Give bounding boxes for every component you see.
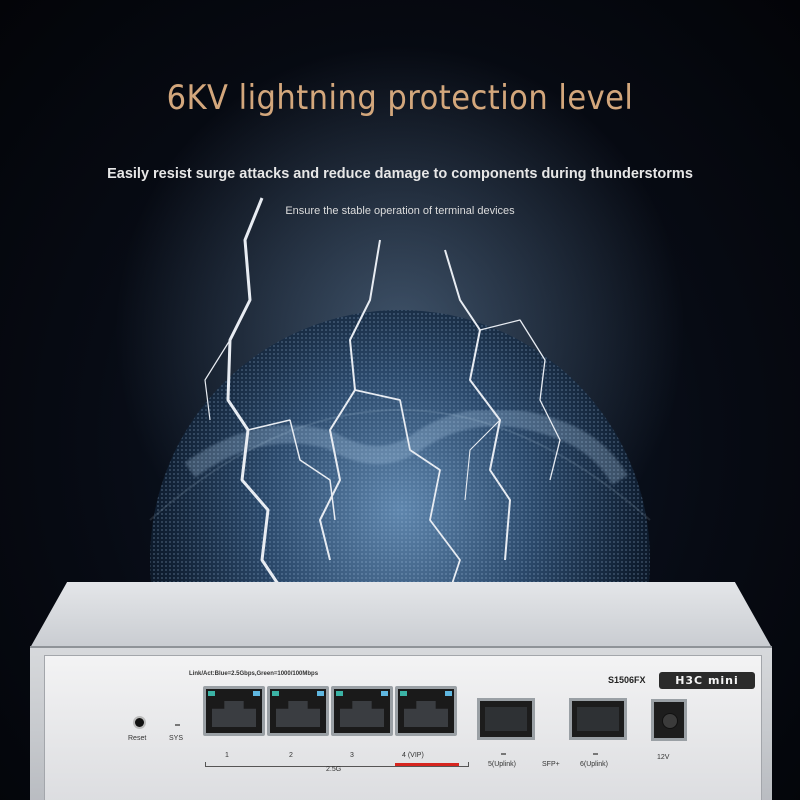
model-number: S1506FX — [608, 675, 646, 685]
subtitle: Easily resist surge attacks and reduce d… — [107, 166, 693, 182]
power-jack — [651, 699, 687, 741]
sfp-cage — [485, 707, 527, 731]
earth-limb-highlight — [149, 409, 651, 521]
sys-led — [175, 724, 180, 726]
lightning-bolt — [204, 339, 231, 421]
lightning-bolt — [247, 419, 336, 521]
lightning-bolt — [226, 197, 284, 591]
port-cavity — [340, 701, 384, 727]
subline: Ensure the stable operation of terminal … — [285, 205, 515, 217]
sys-label: SYS — [169, 735, 184, 742]
port-led-icon — [400, 691, 407, 696]
port-led-icon — [253, 691, 260, 696]
port-led-icon — [272, 691, 279, 696]
headline: 6KV lightning protection level — [166, 78, 634, 118]
sfp-port-label: 6(Uplink) — [580, 761, 609, 768]
lightning-bolt — [444, 249, 511, 561]
lightning-bolt — [464, 419, 501, 501]
port-led-icon — [445, 691, 452, 696]
port-led-icon — [336, 691, 343, 696]
port-cavity — [212, 701, 256, 727]
lightning-bolt — [354, 389, 461, 591]
port-label: 2 — [289, 752, 293, 759]
port-led-icon — [317, 691, 324, 696]
sfp-port-6 — [569, 698, 627, 740]
sfp-port-5 — [477, 698, 535, 740]
vip-marker — [395, 763, 459, 766]
link-speed-legend: Link/Act:Blue=2.5Gbps,Green=1000/100Mbps — [189, 671, 319, 677]
port-cavity — [404, 701, 448, 727]
switch-faceplate: Link/Act:Blue=2.5Gbps,Green=1000/100Mbps… — [44, 655, 762, 800]
port-group-bracket — [205, 762, 469, 767]
network-switch: Link/Act:Blue=2.5Gbps,Green=1000/100Mbps… — [30, 582, 772, 800]
power-socket-icon — [662, 713, 678, 729]
switch-front: Link/Act:Blue=2.5Gbps,Green=1000/100Mbps… — [30, 646, 772, 800]
port-led-icon — [208, 691, 215, 696]
earth-continent-shape — [184, 408, 628, 485]
sfp-led-icon — [501, 753, 506, 755]
port-label: 3 — [350, 752, 354, 759]
sfp-cage — [577, 707, 619, 731]
port-label: 4 (VIP) — [402, 752, 424, 759]
reset-button — [135, 718, 144, 727]
rj45-port-4 — [395, 686, 457, 736]
rj45-port-1 — [203, 686, 265, 736]
sfp-type-label: SFP+ — [542, 761, 560, 768]
port-label: 1 — [225, 752, 229, 759]
brand-logo: H3C mini — [659, 672, 755, 689]
switch-top-panel — [30, 582, 772, 648]
power-label: 12V — [657, 754, 670, 761]
lightning-bolt — [479, 319, 561, 481]
lightning-bolt — [319, 239, 381, 561]
rj45-port-2 — [267, 686, 329, 736]
sfp-port-label: 5(Uplink) — [488, 761, 517, 768]
reset-label: Reset — [128, 735, 147, 742]
port-led-icon — [381, 691, 388, 696]
sfp-led-icon — [593, 753, 598, 755]
rj45-port-3 — [331, 686, 393, 736]
lightning-bolts — [204, 197, 561, 591]
port-group-label: 2.5G — [326, 766, 342, 773]
port-cavity — [276, 701, 320, 727]
